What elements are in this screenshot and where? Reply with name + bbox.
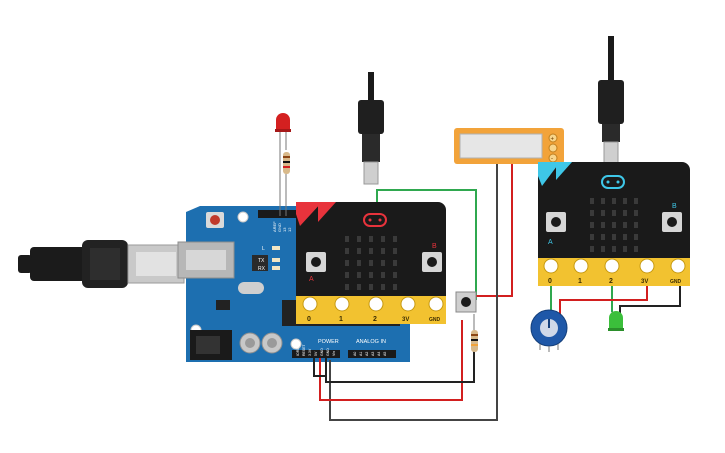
pad-gnd-left: GND: [429, 317, 441, 323]
label-aref: AREF: [272, 221, 277, 232]
led-matrix-right: [590, 198, 638, 252]
led-l: [272, 246, 280, 250]
pushbutton[interactable]: [455, 291, 477, 313]
pad-3v-left: 3V: [402, 317, 409, 323]
label-pin13: 13: [282, 227, 287, 232]
label-3v3: 3.3V: [308, 348, 312, 356]
potentiometer[interactable]: [530, 309, 568, 352]
pad-2-right: 2: [609, 278, 613, 285]
edge-connector-right[interactable]: [538, 258, 690, 286]
led-matrix-left: [345, 236, 397, 290]
button-b-left[interactable]: [422, 252, 442, 272]
pad-2-left: 2: [373, 316, 377, 323]
label-5v: 5V: [314, 351, 318, 356]
pad-3v-right: 3V: [641, 279, 648, 285]
label-button-a-right: A: [548, 239, 553, 246]
red-led[interactable]: [275, 113, 291, 216]
resistor-led[interactable]: [283, 152, 290, 216]
reset-button[interactable]: [210, 215, 220, 225]
power-header[interactable]: [292, 350, 340, 358]
label-power: POWER: [318, 339, 339, 345]
red-wire-5v[interactable]: [319, 320, 463, 401]
label-a5: A5: [383, 352, 387, 356]
battery-minus: -: [551, 156, 553, 162]
label-vin: Vin: [332, 351, 336, 356]
usb-b-cable[interactable]: [18, 240, 185, 288]
led-tx: [272, 258, 280, 262]
label-pin12: 12: [287, 227, 292, 232]
label-a2: A2: [365, 352, 369, 356]
micro-usb-cable-right[interactable]: [598, 36, 624, 165]
pad-0-left: 0: [307, 316, 311, 323]
button-a-left[interactable]: [306, 252, 326, 272]
button-b-right[interactable]: [662, 212, 682, 232]
microbit-left[interactable]: A B 0 1 2 3V GND: [296, 202, 446, 324]
pad-0-right: 0: [548, 278, 552, 285]
led-rx: [272, 266, 280, 270]
black-wire-gnd-right[interactable]: [619, 278, 681, 314]
label-a0: A0: [353, 352, 357, 356]
label-tx: TX: [258, 258, 265, 264]
pad-1-right: 1: [578, 278, 582, 285]
black-wire-gnd[interactable]: [325, 348, 475, 383]
micro-usb-cable-left[interactable]: [358, 72, 384, 185]
microbit-right[interactable]: A B 0 1 2 3V GND: [538, 162, 690, 286]
label-button-a-left: A: [309, 276, 314, 283]
label-gnd1: GND: [320, 348, 324, 356]
battery-plus: +: [551, 137, 555, 143]
label-ioref: IOREF: [296, 345, 300, 356]
label-reset: RESET: [302, 343, 306, 356]
label-button-b-left: B: [432, 243, 437, 250]
black-wire-battery[interactable]: [329, 160, 498, 421]
label-analog-in: ANALOG IN: [356, 339, 386, 345]
label-gnd-top: GND: [277, 223, 282, 232]
pad-gnd-right: GND: [670, 279, 682, 285]
label-rx: RX: [258, 266, 266, 272]
analog-header[interactable]: [348, 350, 396, 358]
label-a4: A4: [377, 352, 381, 356]
label-a1: A1: [359, 352, 363, 356]
wires: [313, 160, 681, 421]
button-a-right[interactable]: [546, 212, 566, 232]
label-l: L: [262, 246, 265, 252]
red-wire-battery[interactable]: [470, 160, 513, 297]
battery-pack[interactable]: + -: [454, 128, 564, 164]
label-gnd2: GND: [326, 348, 330, 356]
resistor-button[interactable]: [471, 314, 478, 352]
black-wire-gnd2[interactable]: [313, 358, 326, 377]
green-led[interactable]: [608, 311, 624, 331]
label-button-b-right: B: [672, 203, 677, 210]
red-wire-3v[interactable]: [559, 278, 648, 318]
edge-connector-left[interactable]: [296, 296, 446, 324]
pad-1-left: 1: [339, 316, 343, 323]
green-wire-left[interactable]: [376, 189, 477, 300]
usb-chip: [252, 255, 268, 271]
label-a3: A3: [371, 352, 375, 356]
